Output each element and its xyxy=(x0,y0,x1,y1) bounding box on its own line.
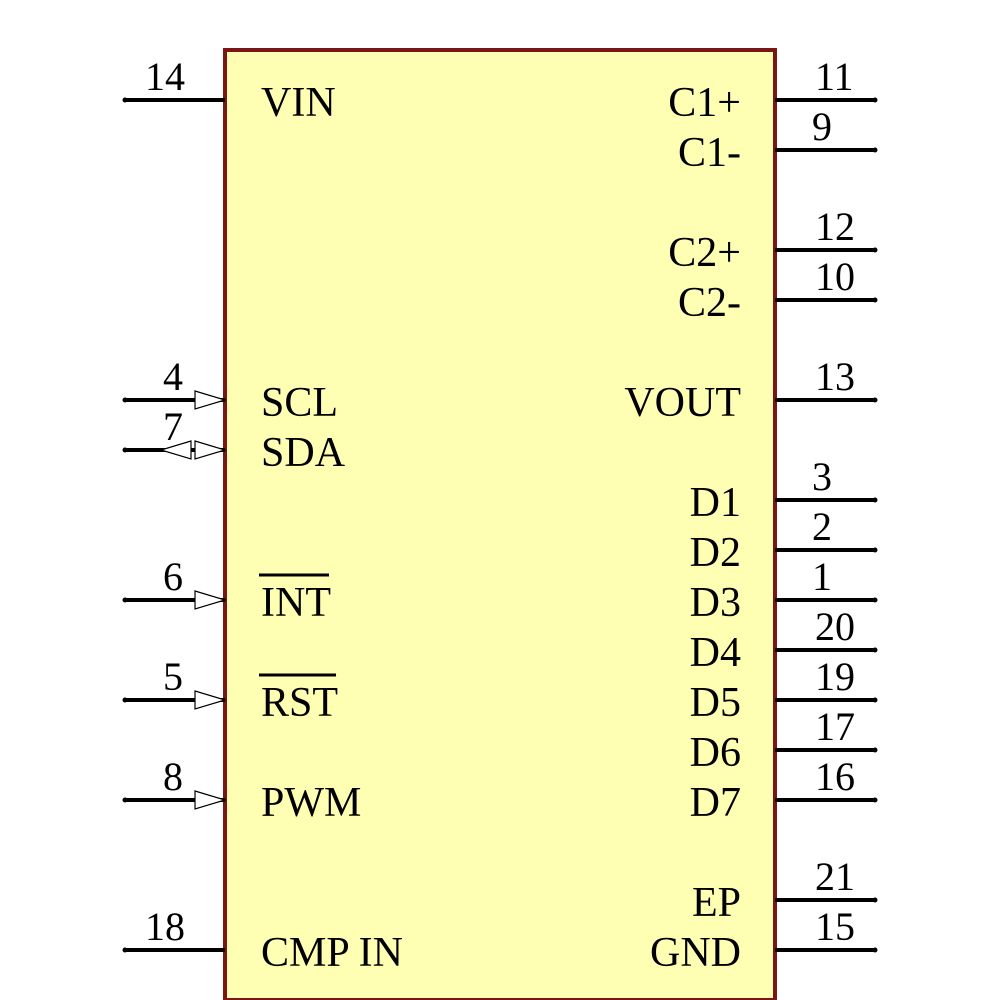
pin-endpoint xyxy=(122,597,128,603)
pin-number: 7 xyxy=(163,404,183,449)
bidirectional-arrow-in-icon xyxy=(194,440,228,460)
pin-endpoint xyxy=(872,947,878,953)
pin-number: 14 xyxy=(145,54,185,99)
pin-label: SDA xyxy=(261,430,346,476)
pin-label: RST xyxy=(261,680,338,726)
pin-number: 19 xyxy=(815,654,855,699)
pin-label: C2- xyxy=(678,280,741,326)
pin-endpoint xyxy=(122,97,128,103)
pin-label: D1 xyxy=(690,480,741,526)
pin-number: 6 xyxy=(163,554,183,599)
pin-number: 1 xyxy=(812,554,832,599)
pin-number: 9 xyxy=(812,104,832,149)
pin-number: 4 xyxy=(163,354,183,399)
pin-endpoint xyxy=(872,247,878,253)
pin-endpoint xyxy=(122,447,128,453)
pin-label: INT xyxy=(261,580,331,626)
pin-number: 13 xyxy=(815,354,855,399)
pin-d3: 1D3 xyxy=(690,554,878,626)
pin-number: 10 xyxy=(815,254,855,299)
pin-label: EP xyxy=(692,880,741,926)
pin-label: C1- xyxy=(678,130,741,176)
pin-endpoint xyxy=(872,547,878,553)
pin-number: 2 xyxy=(812,504,832,549)
pin-endpoint xyxy=(872,497,878,503)
pin-endpoint xyxy=(122,797,128,803)
pin-label: PWM xyxy=(261,780,361,826)
pin-label: SCL xyxy=(261,380,338,426)
pin-endpoint xyxy=(872,897,878,903)
pin-d2: 2D2 xyxy=(690,504,878,576)
pin-endpoint xyxy=(872,797,878,803)
pin-number: 17 xyxy=(815,704,855,749)
pin-endpoint xyxy=(122,397,128,403)
pin-endpoint xyxy=(872,697,878,703)
pin-d1: 3D1 xyxy=(690,454,878,526)
input-arrow-icon xyxy=(194,590,228,610)
pin-number: 8 xyxy=(163,754,183,799)
right-pin-group: 11C1+9C1-12C2+10C2-13VOUT3D12D21D320D419… xyxy=(624,54,878,976)
pin-label: D4 xyxy=(690,630,741,676)
pin-label: D5 xyxy=(690,680,741,726)
pin-label: C1+ xyxy=(668,80,741,126)
pin-number: 21 xyxy=(815,854,855,899)
pin-endpoint xyxy=(872,647,878,653)
pin-number: 5 xyxy=(163,654,183,699)
pin-number: 12 xyxy=(815,204,855,249)
pin-endpoint xyxy=(872,297,878,303)
ic-body xyxy=(223,48,777,1000)
pin-number: 18 xyxy=(145,904,185,949)
pin-number: 11 xyxy=(815,54,854,99)
pin-endpoint xyxy=(872,147,878,153)
input-arrow-icon xyxy=(194,390,228,410)
pin-label: CMP IN xyxy=(261,930,403,976)
pin-label: D7 xyxy=(690,780,741,826)
pin-endpoint xyxy=(122,697,128,703)
pin-c1: 9C1- xyxy=(678,104,878,176)
pin-number: 3 xyxy=(812,454,832,499)
pin-endpoint xyxy=(872,397,878,403)
pin-label: VOUT xyxy=(624,380,741,426)
pin-label: D3 xyxy=(690,580,741,626)
pin-number: 15 xyxy=(815,904,855,949)
pin-label: D2 xyxy=(690,530,741,576)
bidirectional-arrow-out-icon xyxy=(158,440,192,460)
pin-label: GND xyxy=(650,930,741,976)
pin-label: C2+ xyxy=(668,230,741,276)
pin-endpoint xyxy=(122,947,128,953)
input-arrow-icon xyxy=(194,690,228,710)
pin-endpoint xyxy=(872,747,878,753)
pin-label: VIN xyxy=(261,80,336,126)
pin-endpoint xyxy=(872,97,878,103)
pin-endpoint xyxy=(872,597,878,603)
pin-number: 20 xyxy=(815,604,855,649)
input-arrow-icon xyxy=(194,790,228,810)
pin-label: D6 xyxy=(690,730,741,776)
pin-number: 16 xyxy=(815,754,855,799)
